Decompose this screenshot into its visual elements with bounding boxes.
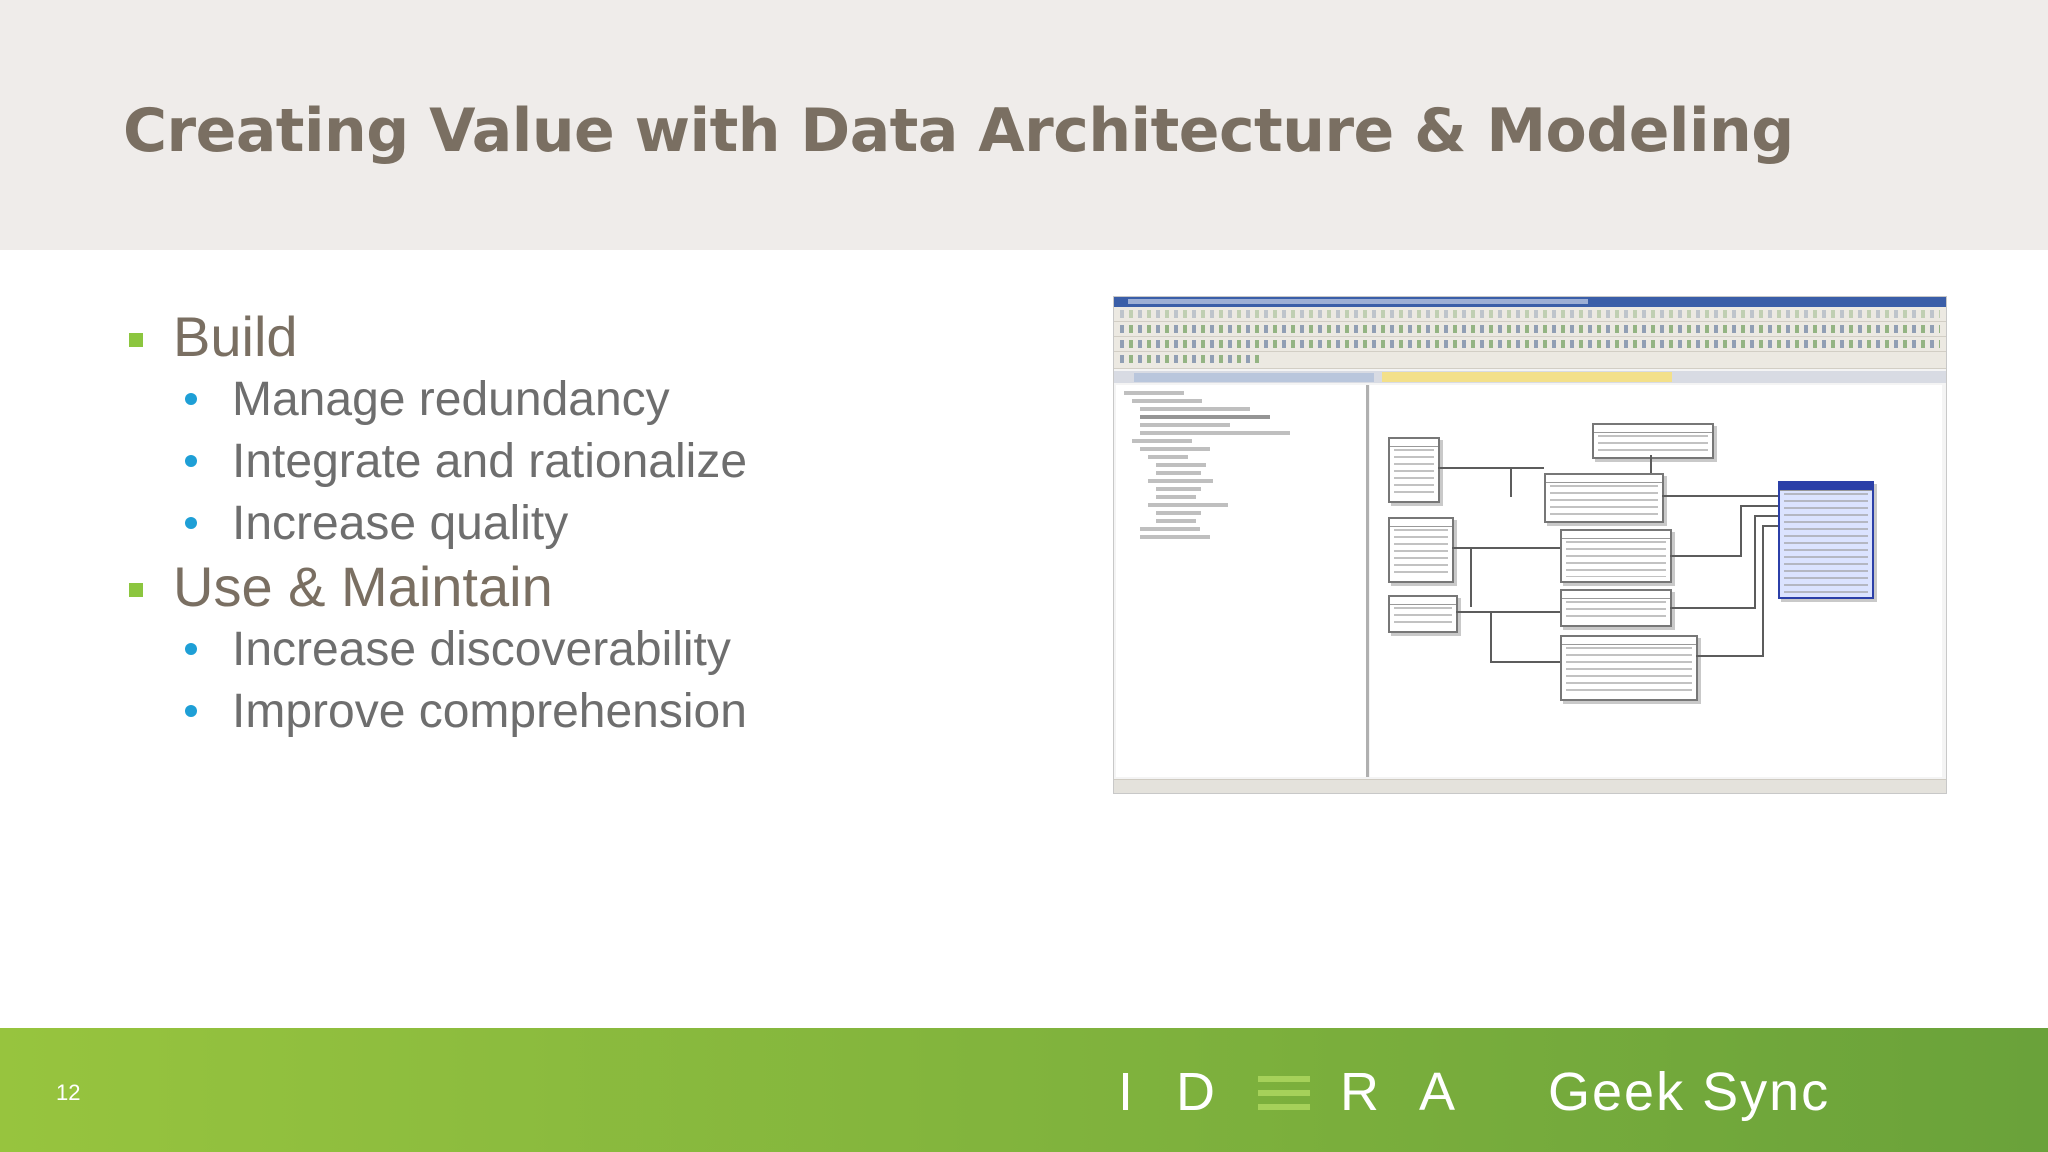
slide-title: Creating Value with Data Architecture & …: [123, 96, 1794, 166]
title-banner: Creating Value with Data Architecture & …: [0, 0, 2048, 250]
sub-bullet-text: Integrate and rationalize: [232, 435, 748, 488]
model-explorer-tree: [1116, 385, 1369, 777]
dot-bullet-icon: [185, 393, 197, 405]
entity-box: [1388, 437, 1440, 503]
entity-box: [1388, 517, 1454, 583]
entity-box: [1544, 473, 1664, 523]
toolbar: [1114, 352, 1946, 369]
selected-entity-box: [1778, 481, 1874, 599]
status-bar: [1114, 779, 1946, 793]
dot-bullet-icon: [185, 643, 197, 655]
sub-bullet-item: Improve comprehension: [125, 681, 1025, 743]
square-bullet-icon: [129, 333, 143, 347]
tab-active: [1382, 372, 1672, 382]
logo-text-right: R A: [1340, 1062, 1470, 1122]
dot-bullet-icon: [185, 517, 197, 529]
dot-bullet-icon: [185, 705, 197, 717]
square-bullet-icon: [129, 583, 143, 597]
sub-bullet-text: Improve comprehension: [232, 685, 747, 738]
footer-band: [0, 1028, 2048, 1152]
sub-bullet-item: Manage redundancy: [125, 369, 1025, 431]
entity-box: [1560, 635, 1698, 701]
entity-box: [1592, 423, 1714, 459]
bullet-item: Build: [125, 305, 1025, 369]
sub-bullet-text: Increase discoverability: [232, 623, 731, 676]
sub-bullet-item: Increase quality: [125, 493, 1025, 555]
bullet-text: Use & Maintain: [173, 555, 553, 618]
logo-tagline: Geek Sync: [1548, 1062, 1831, 1122]
sub-bullet-item: Integrate and rationalize: [125, 431, 1025, 493]
logo-text-left: I D: [1118, 1062, 1230, 1122]
toolbar: [1114, 322, 1946, 337]
entity-box: [1560, 529, 1672, 583]
sub-bullet-text: Increase quality: [232, 497, 569, 550]
sub-bullet-text: Manage redundancy: [232, 373, 670, 426]
bullet-list: Build Manage redundancy Integrate and ra…: [125, 305, 1025, 743]
toolbar: [1114, 337, 1946, 352]
dot-bullet-icon: [185, 455, 197, 467]
diagram-canvas: [1370, 385, 1942, 777]
menu-bar: [1114, 307, 1946, 322]
window-title-bar: [1114, 297, 1946, 307]
page-number: 12: [56, 1080, 81, 1105]
entity-box: [1388, 595, 1458, 633]
tab: [1134, 373, 1374, 382]
logo-e-icon: [1258, 1076, 1310, 1110]
entity-box: [1560, 589, 1672, 627]
bullet-item: Use & Maintain: [125, 555, 1025, 619]
sub-bullet-item: Increase discoverability: [125, 619, 1025, 681]
data-modeling-tool-screenshot: [1113, 296, 1947, 794]
bullet-text: Build: [173, 305, 298, 368]
